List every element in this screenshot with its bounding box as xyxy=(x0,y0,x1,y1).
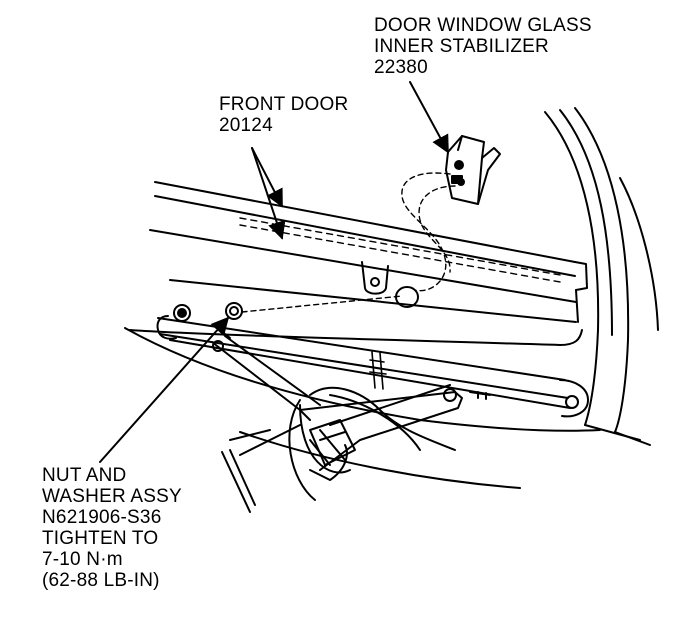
stabilizer-label-line1: DOOR WINDOW GLASS xyxy=(374,15,592,36)
nut-washer-callout: NUT AND WASHER ASSY N621906-S36 TIGHTEN … xyxy=(42,465,182,591)
front-door-label: FRONT DOOR xyxy=(219,94,349,115)
nut-dashed-leader xyxy=(241,295,403,313)
front-door-leader-arrow-2 xyxy=(251,147,286,240)
nut-torque-imperial: (62-88 LB-IN) xyxy=(42,570,160,591)
stabilizer-part-number: 22380 xyxy=(374,57,428,78)
leader-lines xyxy=(99,81,449,463)
regulator-cables xyxy=(288,386,456,501)
front-door-leader-arrow-1 xyxy=(251,147,283,208)
nut-leader-arrow xyxy=(99,316,230,463)
front-door-panel xyxy=(129,181,588,346)
door-frame xyxy=(544,107,659,446)
nut-label-line2: WASHER ASSY xyxy=(42,486,182,507)
regulator-motor xyxy=(309,419,356,466)
stabilizer-callout: DOOR WINDOW GLASS INNER STABILIZER 22380 xyxy=(374,15,592,78)
rail-fasteners xyxy=(173,302,243,352)
rail-strap xyxy=(369,351,387,390)
front-door-callout: FRONT DOOR 20124 xyxy=(219,94,348,136)
stabilizer-leader-arrow xyxy=(409,81,449,154)
nut-tighten-label: TIGHTEN TO xyxy=(42,528,159,549)
lower-door-panel xyxy=(124,327,601,513)
front-door-part-number: 20124 xyxy=(219,115,273,136)
inner-stabilizer-bracket xyxy=(445,135,501,205)
stabilizer-path-dashed xyxy=(401,172,456,292)
nut-label-line1: NUT AND xyxy=(42,465,127,486)
nut-part-number: N621906-S36 xyxy=(42,507,162,528)
nut-torque-metric: 7-10 N·m xyxy=(42,549,123,570)
stabilizer-label-line2: INNER STABILIZER xyxy=(374,36,549,57)
door-bracket-tab xyxy=(361,261,389,295)
